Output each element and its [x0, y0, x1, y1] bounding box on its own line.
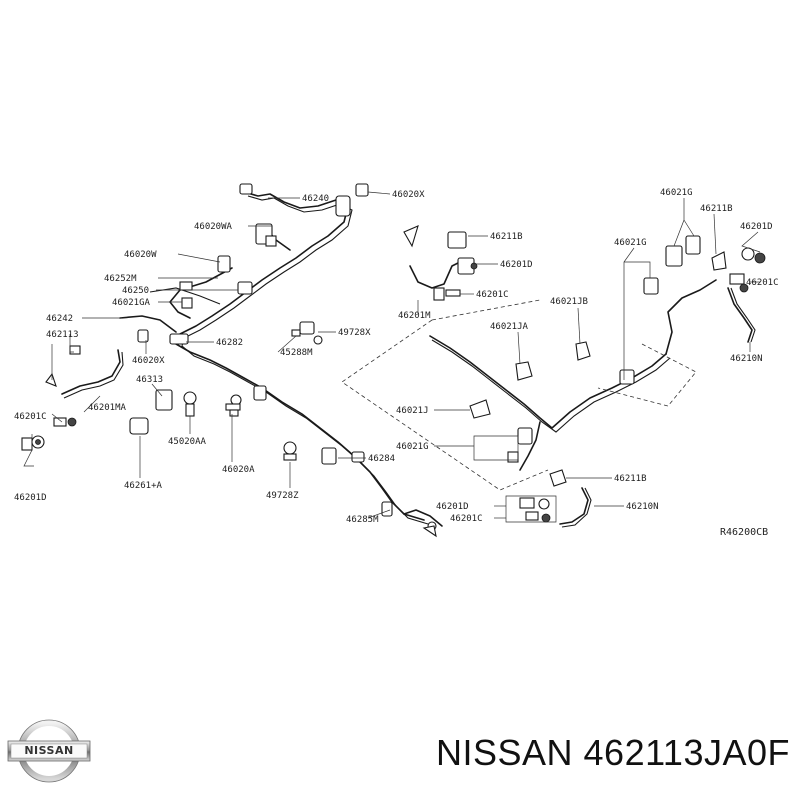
- label-46284: 46284: [368, 454, 395, 464]
- label-46201c-centre: 46201C: [476, 290, 509, 300]
- label-46282: 46282: [216, 338, 243, 348]
- label-46210n-bottom: 46210N: [626, 502, 659, 512]
- label-46240: 46240: [302, 194, 329, 204]
- label-46201d-centre: 46201D: [500, 260, 533, 270]
- label-46021j: 46021J: [396, 406, 429, 416]
- label-46201c-right: 46201C: [746, 278, 779, 288]
- label-46250: 46250: [122, 286, 149, 296]
- label-46211b-right: 46211B: [700, 204, 733, 214]
- label-46020w: 46020W: [124, 250, 157, 260]
- label-46261a: 46261+A: [124, 481, 163, 491]
- label-46210n-right: 46210N: [730, 354, 763, 364]
- label-45020aa: 45020AA: [168, 437, 207, 447]
- label-46020a: 46020A: [222, 465, 255, 475]
- label-46252m: 46252M: [104, 274, 137, 284]
- label-49728z: 49728Z: [266, 491, 299, 501]
- label-46201c-bottom: 46201C: [450, 514, 483, 524]
- product-title: NISSAN 462113JA0F: [435, 732, 790, 773]
- label-46201d-left: 46201D: [14, 493, 47, 503]
- label-49728x: 49728X: [338, 328, 371, 338]
- label-46242: 46242: [46, 314, 73, 324]
- label-45288m: 45288M: [280, 348, 313, 358]
- label-46201d-right: 46201D: [740, 222, 773, 232]
- label-46021ja: 46021JA: [490, 322, 529, 332]
- brake-pipe-routes: [61, 191, 756, 528]
- label-46020x: 46020X: [392, 190, 425, 200]
- label-46021g-right: 46021G: [614, 238, 647, 248]
- leader-lines: [23, 191, 761, 523]
- label-46020wa: 46020WA: [194, 222, 233, 232]
- label-462113: 462113: [46, 330, 79, 340]
- label-46021g-centre: 46021G: [396, 442, 429, 452]
- parts: [21, 183, 766, 538]
- label-46201c-left: 46201C: [14, 412, 47, 422]
- label-46211b-centre: 46211B: [490, 232, 523, 242]
- label-46021jb: 46021JB: [550, 297, 588, 307]
- nissan-logo-emblem-icon: [7, 719, 91, 783]
- label-46021g-right-top: 46021G: [660, 188, 693, 198]
- nissan-logo: NISSAN: [6, 718, 92, 784]
- label-46285m: 46285M: [346, 515, 379, 525]
- label-46211b-bottom: 46211B: [614, 474, 647, 484]
- nissan-logo-text: NISSAN: [24, 744, 74, 757]
- label-46020x-mid: 46020X: [132, 356, 165, 366]
- assembly-boundary: [341, 299, 697, 491]
- label-46201d-bottom: 46201D: [436, 502, 469, 512]
- label-46201ma: 46201MA: [88, 403, 127, 413]
- label-46201m: 46201M: [398, 311, 431, 321]
- part-labels: 46240 46020X 46020WA 46020W 46252M 46250…: [14, 188, 779, 538]
- label-46313: 46313: [136, 375, 163, 385]
- diagram-reference-code: R46200CB: [720, 527, 768, 538]
- label-46021ga: 46021GA: [112, 298, 151, 308]
